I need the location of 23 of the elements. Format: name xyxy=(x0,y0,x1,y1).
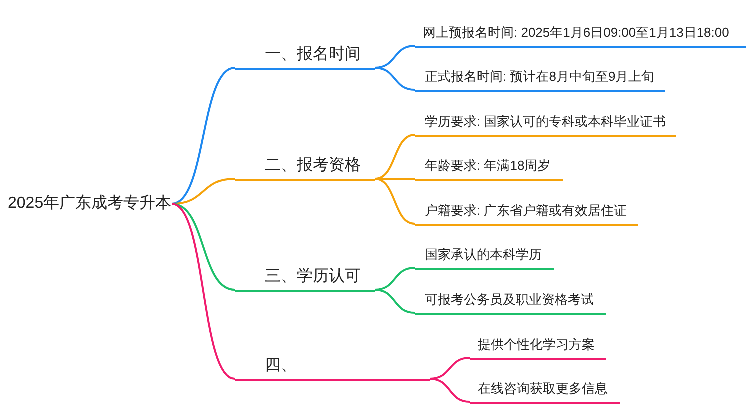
branch-connector xyxy=(374,289,416,314)
branch-connector xyxy=(374,67,416,91)
branch-topic: 国家承认的本科学历 xyxy=(415,242,554,270)
branch-topic: 学历要求: 国家认可的专科或本科毕业证书 xyxy=(415,109,676,137)
branch-topic: 三、学历认可 xyxy=(235,264,375,292)
branch-topic: 年龄要求: 年满18周岁 xyxy=(415,153,563,181)
branch-topic: 正式报名时间: 预计在8月中旬至9月上旬 xyxy=(415,64,665,92)
branch-topic: 提供个性化学习方案 xyxy=(470,332,606,360)
branch-topic: 户籍要求: 广东省户籍或有效居住证 xyxy=(415,198,638,226)
branch-connector xyxy=(172,203,236,291)
branch-topic: 二、报考资格 xyxy=(235,153,375,181)
branch-connector xyxy=(374,178,416,225)
branch-topic: 可报考公务员及职业资格考试 xyxy=(415,287,606,315)
branch-topic: 网上预报名时间: 2025年1月6日09:00至1月13日18:00 xyxy=(415,20,746,48)
branch-connector xyxy=(375,178,415,180)
topic-text: 2025年广东成考专升本 xyxy=(8,191,172,217)
branch-connector xyxy=(172,203,236,380)
branch-topic: 一、报名时间 xyxy=(235,42,375,70)
branch-connector xyxy=(430,378,470,403)
branch-connector xyxy=(172,67,236,205)
branch-topic: 四、 xyxy=(235,353,430,381)
branch-topic: 在线咨询获取更多信息 xyxy=(470,376,620,404)
branch-connector xyxy=(374,134,416,180)
